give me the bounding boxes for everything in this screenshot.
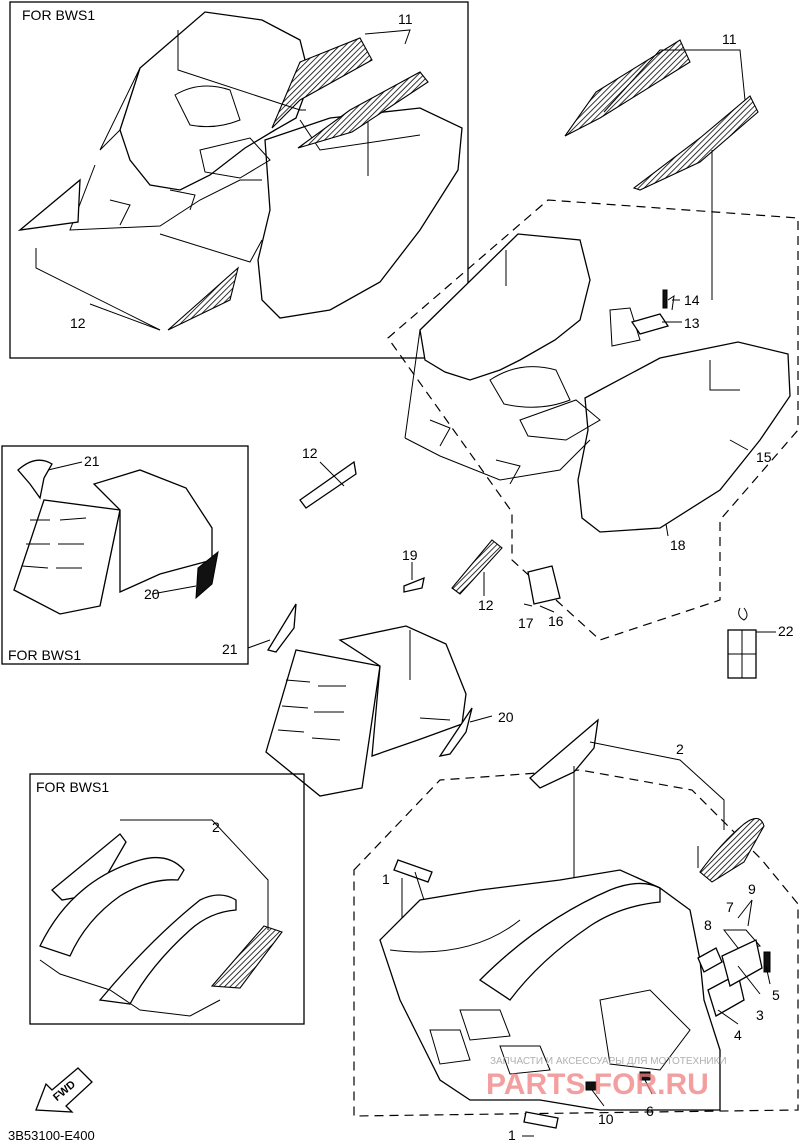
callout-13: 13 (684, 315, 700, 331)
rack-main: 21 19 12 16 17 20 (222, 539, 564, 797)
box-label-middle: FOR BWS1 (8, 647, 81, 663)
watermark-text: ЗАПЧАСТИ И АКСЕССУАРЫ ДЛЯ МОТОТЕХНИКИ (490, 1056, 727, 1067)
watermark-logo: PARTS FOR.RU (486, 1068, 709, 1101)
fwd-arrow: FWD (35, 1067, 93, 1113)
front-fender-main: 2 1 1 9 7 8 5 3 4 10 6 (353, 718, 799, 1143)
box-label-bottom: FOR BWS1 (36, 779, 109, 795)
callout-14: 14 (684, 292, 700, 308)
bws1-front-fender-box: FOR BWS1 2 (29, 773, 305, 1025)
callout-15: 15 (756, 449, 772, 465)
callout-12-middle: 12 (302, 445, 318, 461)
decal-12-middle: 12 (299, 445, 357, 509)
callout-1-top: 1 (382, 871, 390, 887)
callout-12-topbox: 12 (70, 315, 86, 331)
bws1-rear-fender-box: FOR BWS1 11 12 (9, 1, 469, 359)
box-label-top: FOR BWS1 (22, 7, 95, 23)
callout-6: 6 (646, 1103, 654, 1119)
callout-20-main: 20 (498, 709, 514, 725)
bws1-rack-box: FOR BWS1 21 20 (1, 445, 249, 665)
callout-3: 3 (756, 1007, 764, 1023)
callout-2-main: 2 (676, 741, 684, 757)
callout-22: 22 (778, 623, 794, 639)
callout-9: 9 (748, 881, 756, 897)
callout-1-bottom: 1 (508, 1127, 516, 1143)
callout-10: 10 (598, 1111, 614, 1127)
decal-11-group: 11 (564, 31, 759, 300)
callout-2-box: 2 (212, 819, 220, 835)
tag-22: 22 (727, 607, 794, 679)
callout-11-right: 11 (722, 31, 737, 47)
callout-20-box: 20 (144, 586, 160, 602)
callout-8: 8 (704, 917, 712, 933)
callout-21-main: 21 (222, 641, 238, 657)
callout-12-lower: 12 (478, 597, 494, 613)
drawing-code: 3B53100-E400 (8, 1128, 95, 1143)
callout-17: 17 (518, 615, 534, 631)
callout-5: 5 (772, 987, 780, 1003)
watermark: ЗАПЧАСТИ И АКСЕССУАРЫ ДЛЯ МОТОТЕХНИКИ PA… (486, 1056, 727, 1101)
rear-fender-main: 14 13 15 18 (387, 199, 799, 641)
callout-11-topbox: 11 (398, 11, 413, 27)
callout-4: 4 (734, 1027, 742, 1043)
callout-19: 19 (402, 547, 418, 563)
callout-7: 7 (726, 899, 734, 915)
callout-21-box: 21 (84, 453, 100, 469)
callout-18: 18 (670, 537, 686, 553)
callout-16: 16 (548, 613, 564, 629)
